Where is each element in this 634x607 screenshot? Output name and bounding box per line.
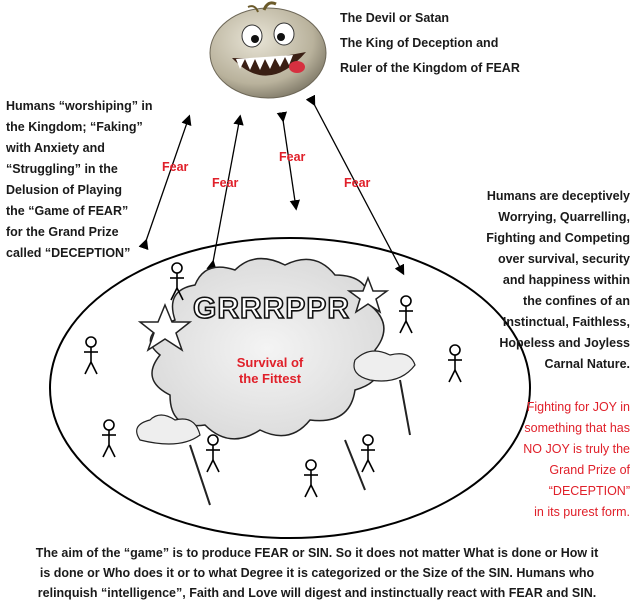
left-line: Delusion of Playing xyxy=(6,183,122,197)
fear-label-3: Fear xyxy=(279,150,306,164)
title-line: Ruler of the Kingdom of FEAR xyxy=(340,61,520,75)
bottom-summary: The aim of the “game” is to produce FEAR… xyxy=(10,543,624,603)
arrow-up-left xyxy=(138,114,192,251)
stick-figure xyxy=(448,344,462,383)
stick-figures xyxy=(84,262,462,498)
arrow-center xyxy=(276,111,301,211)
right-line: Humans are deceptively xyxy=(486,189,630,203)
survival-line: Survival of xyxy=(236,355,304,370)
right-line: Fighting and Competing xyxy=(486,231,630,245)
arrow-center-left xyxy=(206,114,244,271)
left-description: Humans “worshiping” in the Kingdom; “Fak… xyxy=(6,96,166,264)
stick-figure xyxy=(399,295,413,334)
red-line: Grand Prize of xyxy=(549,463,630,477)
stick-figure xyxy=(102,419,116,458)
survival-line: the Fittest xyxy=(238,371,302,386)
red-line: Fighting for JOY in xyxy=(526,400,630,414)
fight-cloud: GRRRPPR xyxy=(136,257,416,506)
fear-label-2: Fear xyxy=(212,176,239,190)
arrow-right xyxy=(305,94,405,276)
red-line: “DECEPTION” xyxy=(548,484,630,498)
left-line: the “Game of FEAR” xyxy=(6,204,129,218)
right-line: Instinctual, Faithless, xyxy=(502,315,630,329)
fear-label-4: Fear xyxy=(344,176,371,190)
bottom-line: relinquish “intelligence”, Faith and Lov… xyxy=(37,586,597,600)
grand-prize-note: Fighting for JOY in something that has N… xyxy=(470,397,630,523)
devil-title: The Devil or Satan The King of Deception… xyxy=(340,6,520,81)
right-description: Humans are deceptively Worrying, Quarrel… xyxy=(470,186,630,375)
left-line: for the Grand Prize xyxy=(6,225,119,239)
title-line: The King of Deception and xyxy=(340,36,499,50)
red-line: NO JOY is truly the xyxy=(523,442,630,456)
right-line: the confines of an xyxy=(523,294,630,308)
red-line: in its purest form. xyxy=(534,505,630,519)
right-line: Carnal Nature. xyxy=(544,357,630,371)
stick-figure xyxy=(170,262,184,301)
cartoon-grrr-text: GRRRPPR xyxy=(193,292,350,325)
fear-label-1: Fear xyxy=(162,160,189,174)
right-line: Hopeless and Joyless xyxy=(499,336,630,350)
star-right-icon xyxy=(346,275,390,314)
left-line: with Anxiety and xyxy=(6,141,105,155)
stick-figure xyxy=(206,434,220,473)
devil-head-icon xyxy=(209,1,327,99)
red-line: something that has xyxy=(524,421,630,435)
kingdom-oval xyxy=(49,237,531,539)
bottom-line: is done or Who does it or to what Degree… xyxy=(39,566,595,580)
right-line: Worrying, Quarrelling, xyxy=(498,210,630,224)
stick-figure xyxy=(304,459,318,498)
left-line: the Kingdom; “Faking” xyxy=(6,120,143,134)
left-line: “Struggling” in the xyxy=(6,162,118,176)
left-line: called “DECEPTION” xyxy=(6,246,131,260)
right-line: and happiness within xyxy=(502,273,630,287)
bottom-line: The aim of the “game” is to produce FEAR… xyxy=(35,546,599,560)
stick-figure xyxy=(84,336,98,375)
survival-label: Survival of the Fittest xyxy=(215,355,325,387)
right-line: over survival, security xyxy=(497,252,630,266)
title-line: The Devil or Satan xyxy=(340,11,450,25)
fear-arrows xyxy=(138,94,405,276)
left-line: Humans “worshiping” in xyxy=(6,99,153,113)
star-left-icon xyxy=(137,303,193,352)
stick-figure xyxy=(361,434,375,473)
